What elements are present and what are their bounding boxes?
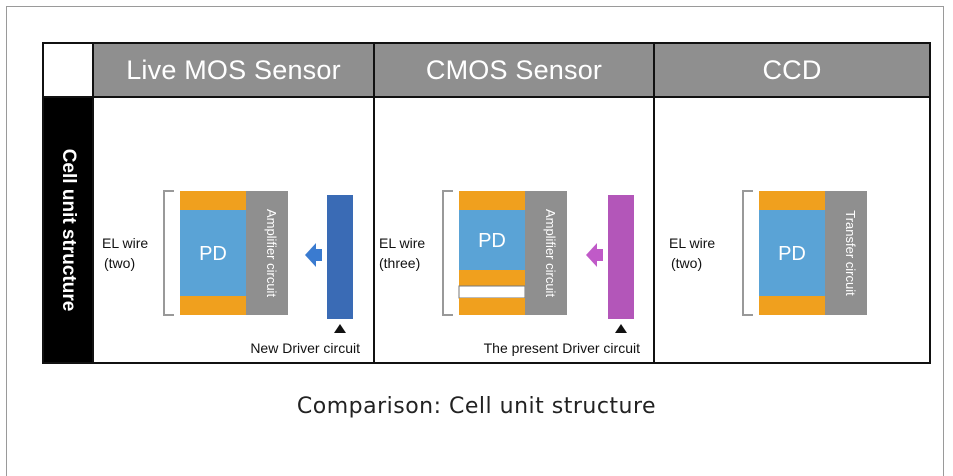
header-ccd: CCD	[655, 44, 929, 96]
comparison-table: Live MOS Sensor CMOS Sensor CCD Cell uni…	[42, 42, 931, 364]
live-top-wire	[180, 191, 246, 210]
live-driver-pointer	[334, 324, 346, 333]
row-label: Cell unit structure	[44, 98, 92, 362]
ccd-pd	[759, 210, 825, 296]
ccd-diagram: EL wire (two) PD Transfer circuit	[669, 190, 867, 316]
live-bracket	[163, 190, 174, 316]
live-pd-label: PD	[199, 243, 227, 265]
cmos-driver-pointer	[615, 324, 627, 333]
ccd-transfer-label: Transfer circuit	[843, 210, 858, 296]
cmos-mid-wire	[459, 270, 525, 286]
cmos-pd-label: PD	[478, 230, 506, 252]
cmos-driver-bar	[608, 195, 634, 319]
table-corner	[44, 44, 92, 96]
cmos-amplifier	[525, 191, 567, 315]
ccd-bottom-wire	[759, 296, 825, 315]
header-cmos: CMOS Sensor	[375, 44, 653, 96]
ccd-transfer	[825, 191, 867, 315]
ccd-top-wire	[759, 191, 825, 210]
live-amplifier	[246, 191, 288, 315]
ccd-bracket	[742, 190, 753, 316]
cmos-bottom-wire	[459, 298, 525, 315]
live-driver-bar	[327, 195, 353, 319]
figure-caption: Comparison: Cell unit structure	[296, 394, 657, 419]
live-driver-label: New Driver circuit	[250, 340, 360, 356]
live-el-count-label: (two)	[104, 255, 135, 271]
cell-live-mos: EL wire (two) PD Amplifier circuit New D…	[94, 98, 373, 362]
live-pd	[180, 210, 246, 296]
ccd-el-count-label: (two)	[671, 255, 702, 271]
cmos-arrow	[586, 243, 603, 267]
live-el-wire-label: EL wire	[102, 235, 148, 251]
live-amplifier-label: Amplifier circuit	[264, 209, 279, 298]
cell-ccd: EL wire (two) PD Transfer circuit	[655, 98, 929, 362]
cmos-el-count-label: (three)	[379, 255, 420, 271]
cell-cmos: EL wire (three) PD Amplifier circuit The…	[375, 98, 653, 362]
cmos-bracket	[442, 190, 453, 316]
live-bottom-wire	[180, 296, 246, 315]
header-live-mos: Live MOS Sensor	[94, 44, 373, 96]
ccd-el-wire-label: EL wire	[669, 235, 715, 251]
live-mos-diagram: EL wire (two) PD Amplifier circuit New D…	[102, 190, 360, 356]
cmos-el-wire-label: EL wire	[379, 235, 425, 251]
figure-frame	[6, 6, 944, 476]
live-arrow	[305, 243, 322, 267]
cmos-driver-label: The present Driver circuit	[484, 340, 640, 356]
cmos-amplifier-label: Amplifier circuit	[543, 209, 558, 298]
cmos-pd	[459, 210, 525, 270]
ccd-pd-label: PD	[778, 243, 806, 265]
cmos-diagram: EL wire (three) PD Amplifier circuit The…	[379, 190, 640, 356]
cmos-gap	[458, 285, 526, 299]
cmos-top-wire	[459, 191, 525, 210]
